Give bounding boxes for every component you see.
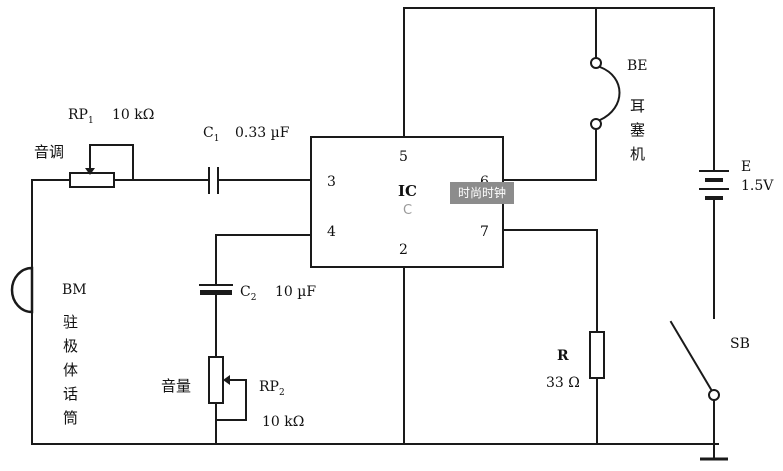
ic-pin-4: 4	[327, 224, 336, 240]
bm-desc-3: 体	[63, 361, 78, 379]
rp1-label: RP1	[68, 107, 94, 126]
rp1-wiper-arrow	[85, 168, 95, 175]
microphone-symbol	[10, 266, 34, 314]
bm-desc-1: 驻	[63, 313, 78, 331]
pin4-wire	[215, 234, 312, 286]
r-resistor	[589, 331, 605, 379]
watermark-glyph: C	[403, 203, 412, 218]
rp1-function: 音调	[34, 143, 64, 161]
be-desc-2: 塞	[630, 121, 645, 139]
be-desc-3: 机	[630, 145, 645, 163]
be-desc-1: 耳	[630, 97, 645, 115]
rp2-wiper-loop	[215, 379, 247, 421]
earphone-terminal-bottom	[590, 118, 602, 130]
ic-pin-7: 7	[480, 224, 489, 240]
rp2-resistor	[208, 356, 224, 404]
bm-desc-2: 极	[63, 337, 78, 355]
e-value: 1.5V	[741, 178, 774, 194]
bm-label: BM	[62, 282, 87, 298]
r-label: R	[557, 348, 569, 364]
ic-pin-3: 3	[327, 174, 336, 190]
c2-plate-b	[200, 290, 232, 295]
c1-value: 0.33 µF	[235, 125, 290, 141]
c2-label: C2	[240, 284, 256, 303]
bm-desc-4: 话	[63, 385, 78, 403]
pin7-wire	[502, 229, 598, 333]
be-label: BE	[627, 58, 648, 74]
c2-value: 10 µF	[275, 284, 316, 300]
rp2-wiper-arrow	[223, 375, 230, 385]
rp1-wiper-loop	[89, 144, 134, 181]
switch-contact	[708, 389, 720, 401]
rp1-resistor	[69, 172, 115, 188]
rp2-label: RP2	[259, 379, 285, 398]
c1-label: C1	[203, 125, 219, 144]
earphone-symbol	[598, 65, 621, 122]
ic-pin-5: 5	[399, 149, 408, 165]
rp2-value: 10 kΩ	[262, 414, 304, 430]
rp2-function: 音量	[161, 377, 191, 395]
switch-lever	[669, 320, 714, 393]
sb-label: SB	[730, 336, 750, 352]
ic-pin-2: 2	[399, 242, 408, 258]
r-value: 33 Ω	[546, 375, 580, 391]
ic-label: IC	[398, 182, 417, 200]
watermark-badge: 时尚时钟	[450, 182, 514, 204]
rp1-value: 10 kΩ	[112, 107, 154, 123]
bm-desc-5: 筒	[63, 409, 78, 427]
pin6-wire	[502, 127, 597, 181]
e-label: E	[741, 159, 751, 175]
